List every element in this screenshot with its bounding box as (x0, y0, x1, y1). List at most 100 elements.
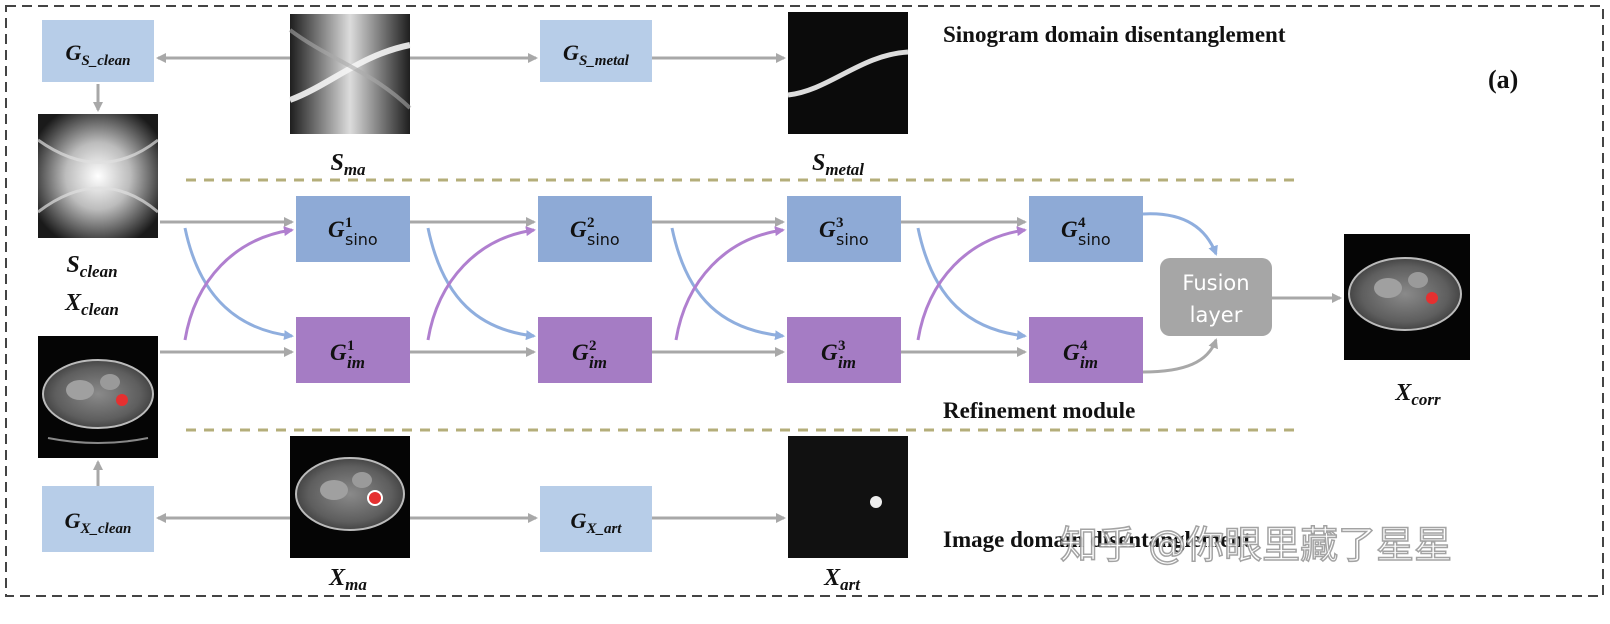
label-s-metal-sub: metal (825, 160, 864, 179)
fusion-layer: Fusion layer (1160, 258, 1272, 336)
x-art-image (788, 436, 908, 558)
label-s-ma-sub: ma (344, 160, 366, 179)
svg-text:GS_metal: GS_metal (563, 40, 630, 69)
section-title-sinogram: Sinogram domain disentanglement (943, 22, 1286, 47)
refine-sino-1-sub: sino (345, 230, 378, 249)
arrow-cross-blue-2 (670, 227, 785, 341)
generator-x-clean-main: G (65, 508, 81, 533)
label-x-corr-main: X (1394, 380, 1412, 406)
label-s-ma-main: S (330, 150, 343, 176)
svg-text:GX_clean: GX_clean (65, 508, 132, 537)
refine-im-1-sup: 1 (347, 338, 355, 354)
generator-x-art: GX_art (540, 486, 652, 552)
refine-im-3: G 3 im (787, 317, 901, 383)
refine-im-4-sub: im (1080, 353, 1098, 372)
svg-text:G: G (570, 217, 587, 242)
watermark-text: 知乎 @你眼里藏了星星 (1060, 523, 1452, 567)
fusion-line1: Fusion (1182, 271, 1249, 295)
refine-sino-3: G 3 sino (787, 196, 901, 262)
generator-x-clean-sub: X_clean (80, 521, 132, 537)
refine-sino-4: G 4 sino (1029, 196, 1143, 262)
arrow-cross-blue-0 (183, 227, 294, 341)
svg-text:Sma: Sma (330, 150, 366, 179)
refine-im-3-sub: im (838, 353, 856, 372)
arrow-cross-purple-0 (183, 226, 294, 341)
svg-text:GX_art: GX_art (571, 508, 623, 537)
s-ma-image (288, 14, 412, 134)
svg-text:G: G (1061, 217, 1078, 242)
label-x-art-main: X (823, 565, 841, 591)
svg-text:Xclean: Xclean (64, 290, 119, 319)
refine-im-2-sup: 2 (589, 338, 597, 354)
generator-s-metal: GS_metal (540, 20, 652, 82)
arrow-cross-blue-3 (916, 227, 1027, 341)
generator-s-clean-main: G (65, 40, 81, 65)
generator-s-clean: GS_clean (42, 20, 154, 82)
label-x-art-sub: art (840, 575, 861, 594)
svg-text:Xart: Xart (823, 565, 861, 594)
generator-s-metal-sub: S_metal (579, 53, 630, 69)
label-s-clean-main: S (66, 252, 79, 278)
svg-text:G: G (821, 340, 838, 365)
label-x-corr-sub: corr (1411, 390, 1441, 409)
svg-text:G: G (330, 340, 347, 365)
refine-im-1-sub: im (347, 353, 365, 372)
refine-im-4: G 4 im (1029, 317, 1143, 383)
arrow-im4-to-fusion (1142, 338, 1218, 374)
refine-sino-3-sup: 3 (836, 215, 844, 231)
arrow-sino4-to-fusion (1142, 212, 1218, 256)
s-clean-image (37, 114, 159, 238)
refine-im-1: G 1 im (296, 317, 410, 383)
refine-sino-2: G 2 sino (538, 196, 652, 262)
label-s-metal-main: S (812, 150, 825, 176)
svg-text:G: G (819, 217, 836, 242)
svg-text:Xma: Xma (328, 565, 367, 594)
refine-im-4-sup: 4 (1080, 338, 1088, 354)
label-s-clean-sub: clean (80, 262, 118, 281)
label-x-ma-main: X (328, 565, 346, 591)
svg-text:Sclean: Sclean (66, 252, 117, 281)
generator-x-art-sub: X_art (585, 521, 622, 537)
refine-im-3-main: G (821, 340, 838, 365)
generator-s-clean-sub: S_clean (81, 53, 130, 69)
generator-x-art-main: G (571, 508, 587, 533)
label-x-clean-main: X (64, 290, 82, 316)
refine-sino-4-main: G (1061, 217, 1078, 242)
refine-sino-1-sup: 1 (345, 215, 353, 231)
refine-sino-4-sup: 4 (1078, 215, 1086, 231)
refine-sino-2-sub: sino (587, 230, 620, 249)
label-x-clean-sub: clean (81, 300, 119, 319)
refine-sino-3-main: G (819, 217, 836, 242)
outer-frame (5, 5, 1604, 597)
refine-sino-2-main: G (570, 217, 587, 242)
arrow-cross-purple-1 (426, 226, 536, 341)
x-corr-image (1344, 234, 1470, 360)
section-title-image: Image domain disentanglement (943, 527, 1251, 552)
generator-x-clean: GX_clean (42, 486, 154, 552)
svg-text:Smetal: Smetal (812, 150, 864, 179)
refine-sino-1-main: G (328, 217, 345, 242)
refine-im-3-sup: 3 (838, 338, 846, 354)
refine-im-2-main: G (572, 340, 589, 365)
x-clean-image (38, 336, 158, 458)
x-ma-image (290, 436, 410, 558)
section-title-refinement: Refinement module (943, 398, 1135, 423)
svg-text:Xcorr: Xcorr (1394, 380, 1441, 409)
refine-sino-4-sub: sino (1078, 230, 1111, 249)
arrow-cross-purple-3 (916, 226, 1027, 341)
refine-im-2-sub: im (589, 353, 607, 372)
refine-im-2: G 2 im (538, 317, 652, 383)
refine-im-1-main: G (330, 340, 347, 365)
label-x-ma-sub: ma (345, 575, 367, 594)
fusion-line2: layer (1190, 303, 1243, 327)
refine-sino-3-sub: sino (836, 230, 869, 249)
svg-text:G: G (328, 217, 345, 242)
arrow-cross-blue-1 (426, 227, 536, 341)
arrow-cross-purple-2 (674, 226, 785, 341)
svg-text:GS_clean: GS_clean (65, 40, 130, 69)
svg-text:G: G (1063, 340, 1080, 365)
panel-label: (a) (1488, 65, 1518, 94)
svg-text:G: G (572, 340, 589, 365)
